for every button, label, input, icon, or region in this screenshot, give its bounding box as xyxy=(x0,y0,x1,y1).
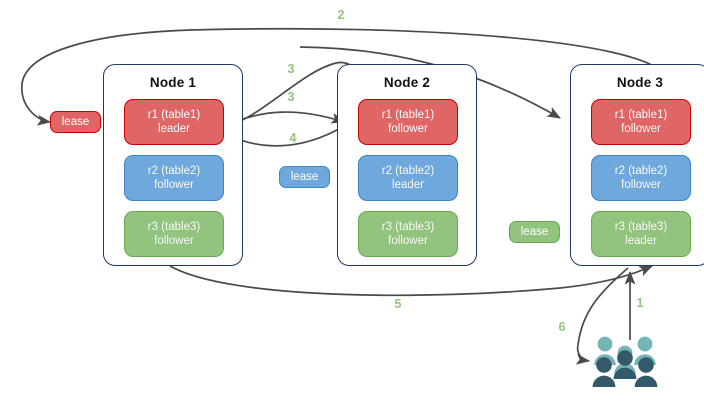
replica-node2-r2[interactable]: r2 (table2) leader xyxy=(358,155,458,201)
step-label-1: 1 xyxy=(636,296,644,310)
replica-role: follower xyxy=(621,123,661,135)
replica-role: leader xyxy=(392,179,424,191)
lease-badge-r2[interactable]: lease xyxy=(279,166,330,188)
node-box-2: Node 2 r1 (table1) follower r2 (table2) … xyxy=(337,64,477,266)
replica-node3-r1[interactable]: r1 (table1) follower xyxy=(591,99,691,145)
node-title-3: Node 3 xyxy=(616,75,664,90)
replica-name: r1 (table1) xyxy=(147,109,201,121)
replica-name: r1 (table1) xyxy=(614,109,668,121)
step-label-2: 2 xyxy=(337,8,345,22)
node-box-1: Node 1 r1 (table1) leader r2 (table2) fo… xyxy=(103,64,243,266)
replica-name: r3 (table3) xyxy=(614,221,668,233)
node-title-1: Node 1 xyxy=(149,75,197,90)
replica-name: r2 (table2) xyxy=(381,165,435,177)
replica-role: follower xyxy=(154,179,194,191)
replica-role: follower xyxy=(621,179,661,191)
step-label-3-lower: 3 xyxy=(287,90,295,104)
replica-role: leader xyxy=(158,123,190,135)
replica-node1-r3[interactable]: r3 (table3) follower xyxy=(124,211,224,257)
node-box-3: Node 3 r1 (table1) follower r2 (table2) … xyxy=(570,64,704,266)
replica-name: r2 (table2) xyxy=(147,165,201,177)
replica-node2-r3[interactable]: r3 (table3) follower xyxy=(358,211,458,257)
lease-badge-r1[interactable]: lease xyxy=(50,111,101,133)
replica-name: r1 (table1) xyxy=(381,109,435,121)
replica-name: r3 (table3) xyxy=(147,221,201,233)
replica-node3-r3[interactable]: r3 (table3) leader xyxy=(591,211,691,257)
replica-node2-r1[interactable]: r1 (table1) follower xyxy=(358,99,458,145)
replica-role: follower xyxy=(154,235,194,247)
arrow-step-5 xyxy=(169,265,653,297)
step-label-4: 4 xyxy=(289,131,297,145)
replica-name: r2 (table2) xyxy=(614,165,668,177)
replica-name: r3 (table3) xyxy=(381,221,435,233)
replica-node1-r2[interactable]: r2 (table2) follower xyxy=(124,155,224,201)
replica-role: follower xyxy=(388,235,428,247)
step-label-5: 5 xyxy=(394,297,402,311)
step-label-3-upper: 3 xyxy=(287,62,295,76)
replica-role: leader xyxy=(625,235,657,247)
step-label-6: 6 xyxy=(558,320,566,334)
node-title-2: Node 2 xyxy=(383,75,431,90)
replica-node1-r1[interactable]: r1 (table1) leader xyxy=(124,99,224,145)
replica-role: follower xyxy=(388,123,428,135)
lease-badge-r3[interactable]: lease xyxy=(509,221,560,243)
replica-node3-r2[interactable]: r2 (table2) follower xyxy=(591,155,691,201)
users-group-icon xyxy=(592,336,658,387)
